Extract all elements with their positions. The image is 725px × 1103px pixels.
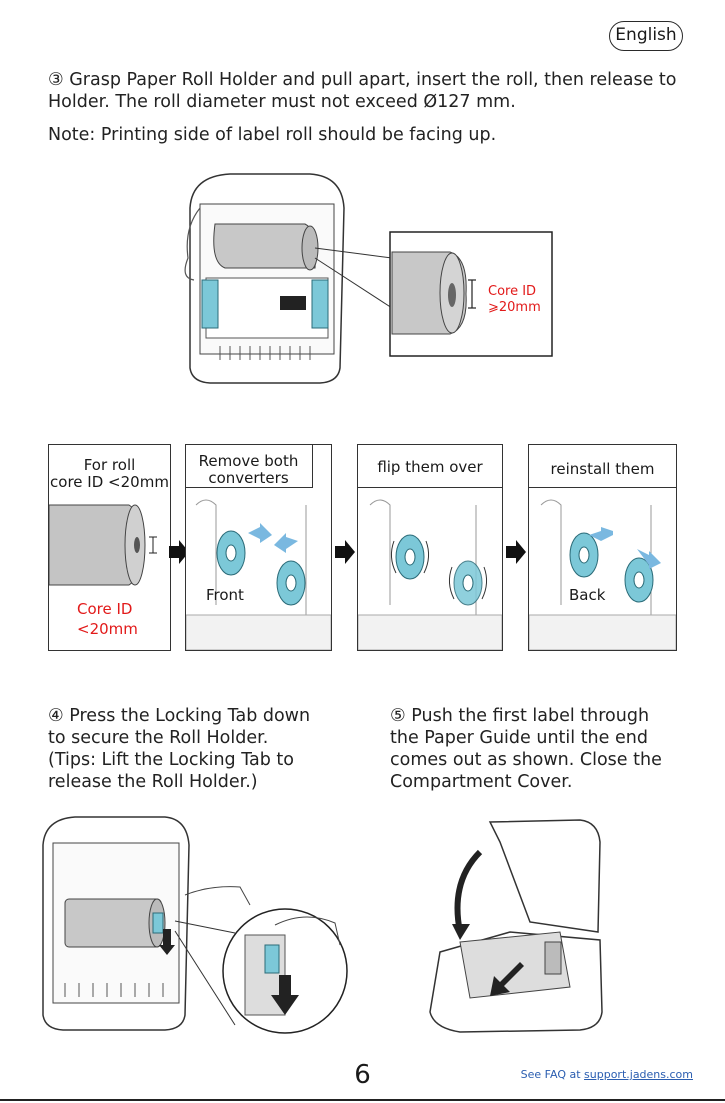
arrow-right-icon <box>169 540 189 564</box>
panel-reinstall-converters: reinstall them Back <box>528 444 677 651</box>
step-3-instruction: ③ Grasp Paper Roll Holder and pull apart… <box>48 70 677 112</box>
core-id-small-label: Core ID <box>77 600 133 618</box>
note-text: Note: Printing side of label roll should… <box>48 125 497 145</box>
panel-1-title: For roll core ID <20mm <box>50 456 169 491</box>
printer-roll-insert-illustration: Core ID ⩾20mm <box>184 173 553 384</box>
core-id-value: ⩾20mm <box>488 300 541 315</box>
page-number: 6 <box>354 1060 371 1090</box>
front-label: Front <box>206 586 244 604</box>
flip-converters-illustration <box>358 499 502 650</box>
panel-2-title: Remove both converters <box>198 452 299 487</box>
faq-link[interactable]: support.jadens.com <box>584 1068 693 1081</box>
reinstall-converters-illustration <box>529 499 676 650</box>
step-4-instruction: ④ Press the Locking Tab down to secure t… <box>48 706 311 792</box>
panel-remove-converters: Remove both converters Front <box>185 444 332 651</box>
core-id-small-value: <20mm <box>77 620 138 638</box>
faq-line: See FAQ at support.jadens.com <box>521 1068 693 1081</box>
panel-3-title: flip them over <box>377 458 483 476</box>
back-label: Back <box>569 586 606 604</box>
faq-prefix: See FAQ at <box>520 1068 581 1081</box>
step-5-instruction: ⑤ Push the first label through the Paper… <box>390 706 662 792</box>
language-badge[interactable]: English <box>609 21 683 51</box>
arrow-right-icon <box>506 540 526 564</box>
arrow-right-icon <box>335 540 355 564</box>
panel-flip-converters: flip them over <box>357 444 503 651</box>
panel-4-title: reinstall them <box>550 460 655 478</box>
close-cover-illustration <box>429 819 603 1033</box>
locking-tab-illustration <box>42 816 348 1034</box>
small-core-roll-icon <box>49 504 157 586</box>
remove-converters-illustration <box>186 499 331 650</box>
bottom-divider <box>0 1099 725 1101</box>
core-id-label: Core ID <box>488 284 536 299</box>
panel-small-core: For roll core ID <20mm Core ID <20mm <box>48 444 171 651</box>
